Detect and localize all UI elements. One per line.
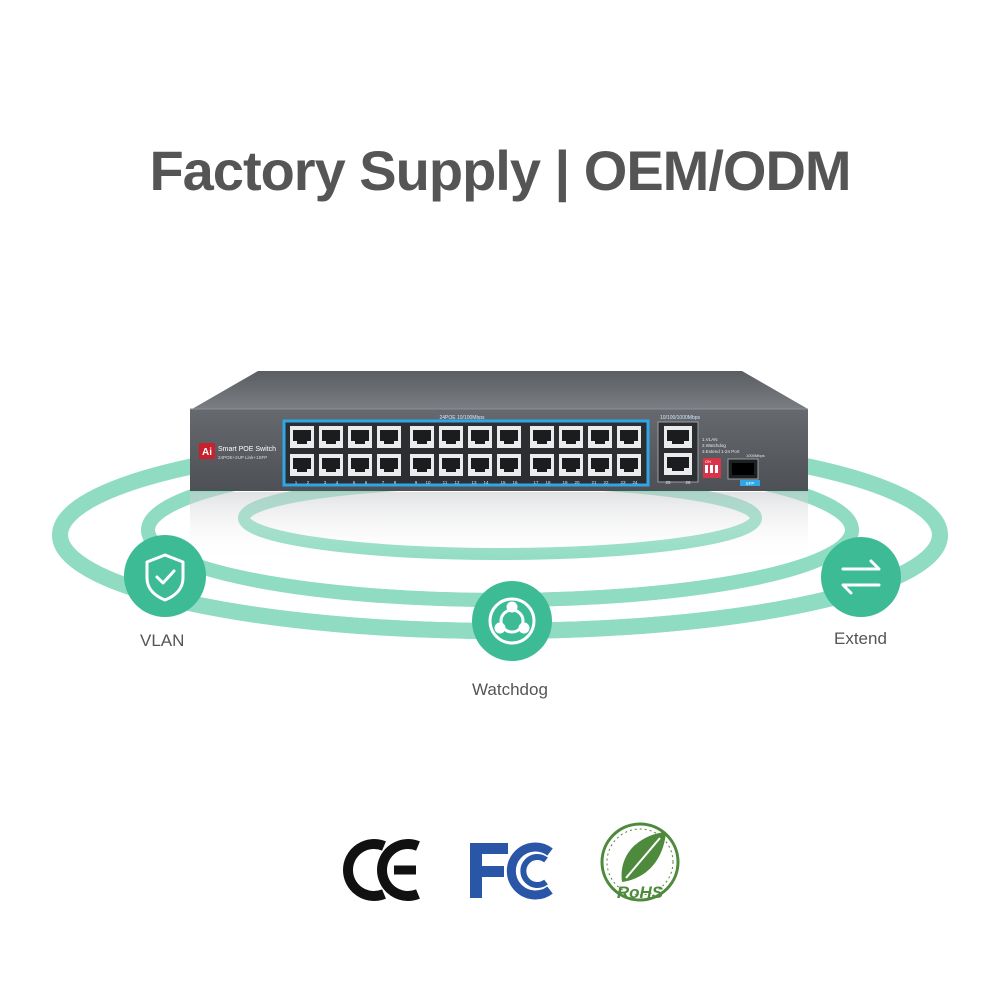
switch-top <box>192 371 808 409</box>
port-number: 13 <box>471 480 477 485</box>
rj45-port <box>290 426 314 448</box>
ce-mark <box>343 839 420 901</box>
dip-mode-3: 3.Extend 1-24 Port <box>702 449 740 454</box>
rj45-port <box>588 426 612 448</box>
poe-ports <box>290 426 641 476</box>
feature-vlan <box>124 535 206 617</box>
vlan-label: VLAN <box>140 631 185 650</box>
port-number: 21 <box>591 480 597 485</box>
brand-badge-box <box>199 443 215 459</box>
extend-badge <box>821 537 901 617</box>
port-number: 4 <box>336 480 339 485</box>
watchdog-label: Watchdog <box>472 680 548 699</box>
port-number: 11 <box>443 480 448 485</box>
rj45-port <box>530 454 554 476</box>
dip-mode-1: 1.VLAN <box>702 437 718 442</box>
rj45-port <box>559 454 583 476</box>
port-number: 15 <box>500 480 506 485</box>
rj45-port <box>439 454 463 476</box>
port-number: 3 <box>324 480 327 485</box>
poe-port-frame <box>282 419 650 487</box>
vlan-badge <box>124 535 206 617</box>
port-number: 5 <box>353 480 356 485</box>
rj45-port <box>290 454 314 476</box>
extend-label: Extend <box>834 629 887 648</box>
rj45-port <box>497 454 521 476</box>
shield-check-icon <box>145 553 185 602</box>
switch-reflection <box>190 492 808 562</box>
rj45-port <box>348 454 372 476</box>
fcc-mark <box>470 842 553 900</box>
rj45-port <box>559 426 583 448</box>
rj45-port <box>588 454 612 476</box>
dip-mode-2: 2.Watchdog <box>702 443 726 448</box>
port-number: 17 <box>533 480 539 485</box>
port-number: 24 <box>632 480 638 485</box>
rj45-port <box>468 454 492 476</box>
rj45-port <box>377 454 401 476</box>
port-number: 22 <box>603 480 609 485</box>
port-number: 12 <box>454 480 460 485</box>
port-number: 2 <box>307 480 310 485</box>
dip-on-label: ON <box>705 459 711 464</box>
rj45-port <box>468 426 492 448</box>
port-number: 19 <box>562 480 568 485</box>
rj45-port <box>497 426 521 448</box>
port-number: 10 <box>425 480 431 485</box>
uplink-rj45-port <box>664 426 692 448</box>
rj45-port <box>439 426 463 448</box>
port-number: 18 <box>545 480 551 485</box>
arrows-exchange-icon <box>841 559 881 595</box>
port-number: 23 <box>620 480 626 485</box>
product-spec: 24POE+2UP Link+1SFP <box>218 455 267 460</box>
rj45-port <box>319 426 343 448</box>
port-number: 7 <box>382 480 385 485</box>
rj45-port <box>377 426 401 448</box>
port-number: 16 <box>512 480 518 485</box>
uplink-rj45-port <box>664 453 692 475</box>
feature-extend <box>821 537 901 617</box>
uplink-number-26: 26 <box>685 480 691 485</box>
rj45-port <box>410 454 434 476</box>
port-number: 9 <box>415 480 418 485</box>
poe-group-label: 24POE 10/100Mbps <box>439 415 485 421</box>
headline: Factory Supply | OEM/ODM <box>149 139 851 202</box>
sfp-label: SFP <box>746 481 755 486</box>
port-number: 14 <box>483 480 489 485</box>
rj45-port <box>348 426 372 448</box>
rj45-port <box>410 426 434 448</box>
uplink-ports <box>664 426 692 475</box>
watchdog-icon <box>488 597 536 645</box>
uplink-group-label: 10/100/1000Mbps <box>660 415 701 421</box>
port-number: 6 <box>365 480 368 485</box>
rj45-port <box>530 426 554 448</box>
sfp-label-box <box>740 480 760 486</box>
uplink-number-25: 25 <box>665 480 671 485</box>
sfp-speed: 1000Mbps <box>746 453 765 458</box>
watchdog-badge <box>472 581 552 661</box>
brand-badge: Ai <box>202 447 212 458</box>
port-number: 20 <box>574 480 580 485</box>
product-name: Smart POE Switch <box>218 446 276 453</box>
feature-watchdog <box>472 581 552 661</box>
port-number: 1 <box>295 480 298 485</box>
rj45-port <box>617 454 641 476</box>
port-number: 8 <box>394 480 397 485</box>
poe-switch: Ai Smart POE Switch 24POE+2UP Link+1SFP … <box>190 371 808 562</box>
rj45-port <box>617 426 641 448</box>
rohs-mark: RoHS <box>600 822 680 902</box>
rohs-text: RoHS <box>617 883 664 902</box>
rj45-port <box>319 454 343 476</box>
